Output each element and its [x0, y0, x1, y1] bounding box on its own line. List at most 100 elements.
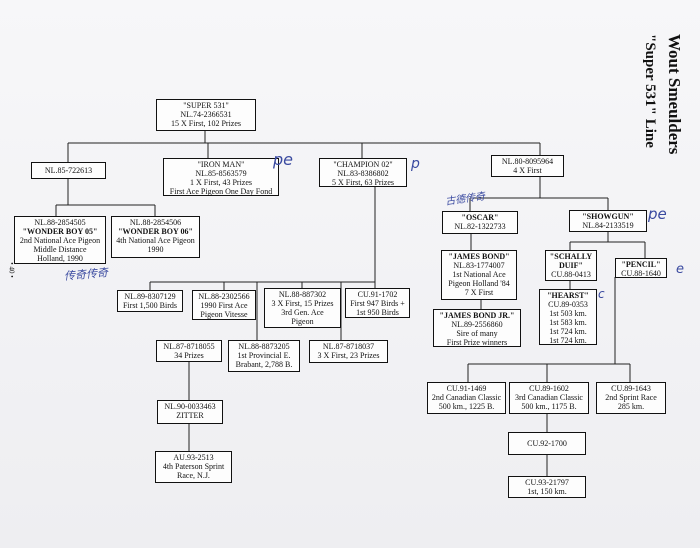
node-ironman-line4: First Ace Pigeon One Day Fond [169, 187, 273, 196]
node-jamesbond-line1: "JAMES BOND" [448, 252, 510, 261]
node-wonderboy05-line4: Middle Distance [33, 245, 87, 254]
node-nl87-8718055-line2: 34 Prizes [174, 351, 204, 360]
node-cu93-21797-line2: 1st, 150 km. [527, 487, 567, 496]
node-showgun-line1: "SHOWGUN" [582, 212, 634, 221]
node-hearst-line3: 1st 503 km. [549, 309, 587, 318]
node-wonderboy05-line5: Holland, 1990 [37, 254, 83, 263]
node-ironman-line2: NL.85-8563579 [195, 169, 247, 178]
node-nl87-8718055-line1: NL.87-8718055 [163, 342, 215, 351]
node-nl80-8095964-line2: 4 X First [513, 166, 542, 175]
node-cu89-1643: CU.89-1643 2nd Sprint Race 285 km. [596, 382, 666, 414]
node-champion02: "CHAMPION 02" NL.83-8386802 5 X First, 6… [319, 158, 407, 187]
title-line: "Super 531" Line [642, 34, 658, 148]
node-super531-line1: "SUPER 531" [183, 101, 229, 110]
node-nl89-8307129-line1: NL.89-8307129 [124, 292, 176, 301]
node-cu91-1469: CU.91-1469 2nd Canadian Classic 500 km.,… [427, 382, 506, 414]
page-title: Wout Smeulders "Super 531" Line [622, 34, 684, 264]
node-nl88-2302566-line1: NL.88-2302566 [198, 292, 250, 301]
node-wonderboy05-line2: "WONDER BOY 05" [22, 227, 98, 236]
node-zitter: NL.90-0033463 ZITTER [157, 400, 223, 424]
handwritten-pe-ironman: pe [273, 150, 293, 169]
node-jamesbond-line4: Pigeon Holland '84 [448, 279, 510, 288]
node-jamesbondjr: "JAMES BOND JR." NL.89-2556860 Sire of m… [433, 309, 521, 347]
title-name: Wout Smeulders [665, 34, 684, 155]
node-ironman: "IRON MAN" NL.85-8563579 1 X First, 43 P… [163, 158, 279, 196]
node-schallyduif-line1: "SCHALLY [549, 252, 593, 261]
node-jamesbond-line5: 7 X First [464, 288, 494, 297]
node-oscar-line2: NL.82-1322733 [454, 222, 506, 231]
node-cu89-1643-line1: CU.89-1643 [611, 384, 651, 393]
node-jamesbond-line2: NL.83-1774007 [453, 261, 505, 270]
node-nl87-8718037: NL.87-8718037 3 X First, 23 Prizes [309, 340, 388, 363]
node-oscar-line1: "OSCAR" [461, 213, 499, 222]
node-schallyduif-line2: DUIF" [559, 261, 583, 270]
node-hearst-line2: CU.89-0353 [548, 300, 588, 309]
node-cu91-1702: CU.91-1702 First 947 Birds + 1st 950 Bir… [345, 288, 410, 318]
node-hearst: "HEARST" CU.89-0353 1st 503 km. 1st 583 … [539, 289, 597, 345]
node-showgun-line2: NL.84-2133519 [582, 221, 634, 230]
node-ironman-line1: "IRON MAN" [197, 160, 245, 169]
node-nl89-8307129-line2: First 1,500 Birds [122, 301, 177, 310]
node-au93-2513-line1: AU.93-2513 [173, 453, 214, 462]
node-nl80-8095964-line1: NL.80-8095964 [501, 157, 554, 166]
node-nl85-722613: NL.85-722613 [31, 162, 106, 179]
node-nl87-8718037-line2: 3 X First, 23 Prizes [317, 351, 380, 360]
node-cu91-1469-line1: CU.91-1469 [446, 384, 487, 393]
node-cu91-1702-line1: CU.91-1702 [357, 290, 398, 299]
node-wonderboy05: NL.88-2854505 "WONDER BOY 05" 2nd Nation… [14, 216, 106, 264]
node-nl88-887302: NL.88-887302 3 X First, 15 Prizes 3rd Ge… [264, 288, 341, 328]
node-wonderboy06-line2: "WONDER BOY 06" [118, 227, 193, 236]
node-cu92-1700: CU.92-1700 [508, 432, 586, 455]
node-cu91-1702-line3: 1st 950 Birds [356, 308, 399, 317]
node-au93-2513-line2: 4th Paterson Sprint [162, 462, 225, 471]
node-cu91-1702-line2: First 947 Birds + [350, 299, 405, 308]
node-jamesbondjr-line4: First Prize winners [446, 338, 508, 347]
node-cu91-1469-line2: 2nd Canadian Classic [431, 393, 502, 402]
node-nl88-2302566: NL.88-2302566 1990 First Ace Pigeon Vite… [192, 290, 256, 320]
node-cu89-1643-line2: 2nd Sprint Race [605, 393, 657, 402]
node-super531-line3: 15 X First, 102 Prizes [171, 119, 241, 128]
node-wonderboy06: NL.88-2854506 "WONDER BOY 06" 4th Nation… [111, 216, 200, 258]
node-pencil: "PENCIL" CU.88-1640 [615, 258, 667, 278]
node-nl85-722613-line1: NL.85-722613 [44, 166, 93, 175]
node-au93-2513: AU.93-2513 4th Paterson Sprint Race, N.J… [155, 451, 232, 483]
node-cu93-21797-line1: CU.93-21797 [525, 478, 569, 487]
node-pencil-line2: CU.88-1640 [621, 269, 661, 278]
node-nl80-8095964: NL.80-8095964 4 X First [491, 155, 564, 177]
node-nl87-8718037-line1: NL.87-8718037 [322, 342, 375, 351]
node-cu89-1602-line1: CU.89-1602 [529, 384, 569, 393]
node-jamesbondjr-line3: Sire of many [456, 329, 498, 338]
node-nl89-8307129: NL.89-8307129 First 1,500 Birds [117, 290, 183, 312]
node-nl88-887302-line1: NL.88-887302 [278, 290, 327, 299]
node-hearst-line4: 1st 583 km. [549, 318, 587, 327]
node-jamesbond: "JAMES BOND" NL.83-1774007 1st National … [441, 250, 517, 300]
node-nl88-8873205-line2: 1st Provincial E. [237, 351, 291, 360]
node-cu92-1700-line1: CU.92-1700 [527, 439, 567, 448]
node-champion02-line3: 5 X First, 63 Prizes [332, 178, 394, 187]
node-jamesbond-line3: 1st National Ace [452, 270, 506, 279]
node-cu91-1469-line3: 500 km., 1225 B. [438, 402, 495, 411]
node-au93-2513-line3: Race, N.J. [177, 471, 210, 480]
node-nl88-2302566-line2: 1990 First Ace [200, 301, 248, 310]
node-nl88-887302-line3: 3rd Gen. Ace [281, 308, 324, 317]
node-champion02-line1: "CHAMPION 02" [333, 160, 393, 169]
node-cu89-1602-line2: 3rd Canadian Classic [515, 393, 583, 402]
node-wonderboy05-line3: 2nd National Ace Pigeon [19, 236, 101, 245]
node-jamesbondjr-line2: NL.89-2556860 [451, 320, 503, 329]
page-number: • 40 • [7, 262, 16, 278]
node-super531-line2: NL.74-2366531 [180, 110, 232, 119]
node-zitter-line1: NL.90-0033463 [164, 402, 216, 411]
handwritten-e-pencil: e [676, 262, 684, 277]
node-super531: "SUPER 531" NL.74-2366531 15 X First, 10… [156, 99, 256, 131]
node-zitter-line2: ZITTER [176, 411, 204, 420]
node-nl88-8873205: NL.88-8873205 1st Provincial E. Brabant,… [228, 340, 300, 372]
node-cu89-1602-line3: 500 km., 1175 B. [521, 402, 577, 411]
node-hearst-line5: 1st 724 km. [549, 327, 587, 336]
node-nl88-887302-line2: 3 X First, 15 Prizes [271, 299, 334, 308]
handwritten-p-champion: p [411, 156, 420, 172]
node-ironman-line3: 1 X First, 43 Prizes [190, 178, 252, 187]
node-nl88-887302-line4: Pigeon [291, 317, 314, 326]
handwritten-c-hearst: c [598, 287, 605, 301]
